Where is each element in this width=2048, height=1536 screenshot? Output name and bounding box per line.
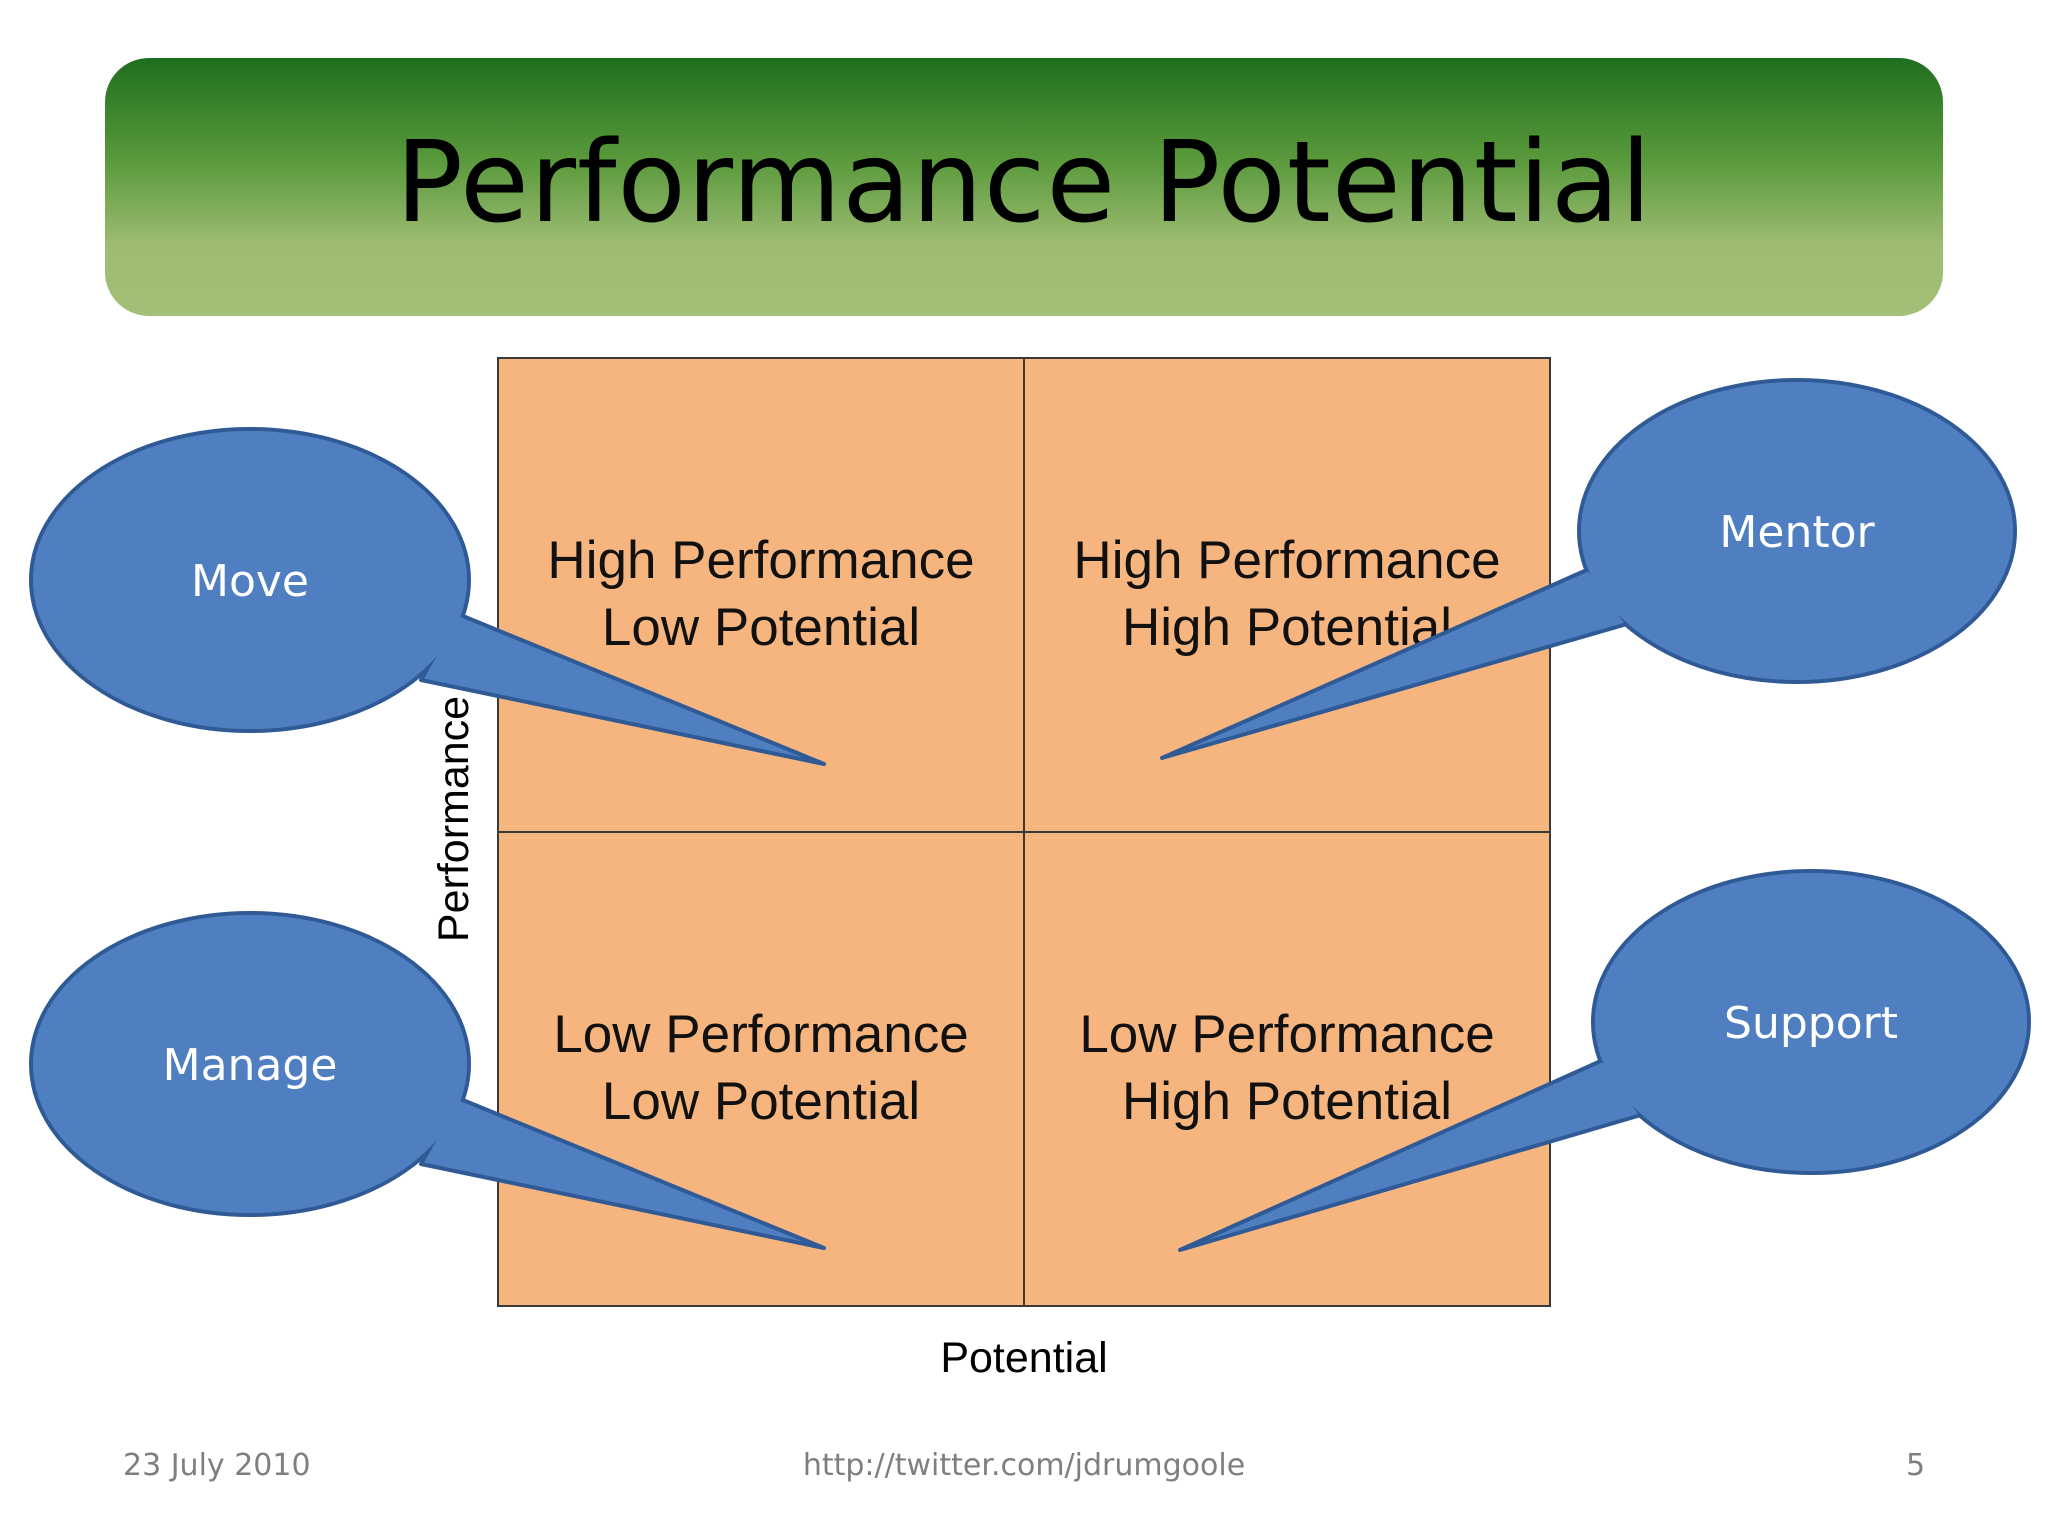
callout-bubble-cover xyxy=(1595,873,2027,1171)
cell-label: High Performance xyxy=(1073,531,1500,590)
callout-label: Mentor xyxy=(1719,507,1875,558)
callout-bubble-cover xyxy=(1581,382,2013,680)
cell-label: Low Potential xyxy=(602,1072,920,1131)
title-banner: Performance Potential xyxy=(105,58,1943,316)
callout-label: Move xyxy=(191,556,309,607)
quadrant-high-perf-high-pot xyxy=(1023,357,1551,833)
cell-label: Low Performance xyxy=(553,1005,968,1064)
cell-label: High Potential xyxy=(1122,598,1452,657)
slide-title: Performance Potential xyxy=(395,118,1653,248)
footer-url: http://twitter.com/jdrumgoole xyxy=(802,1448,1246,1483)
callout-bubble-cover xyxy=(33,431,467,729)
cell-label: High Performance xyxy=(547,531,974,590)
x-axis-label: Potential xyxy=(940,1334,1107,1382)
footer-page-number: 5 xyxy=(1906,1448,1926,1483)
callout-bubble-cover xyxy=(33,915,467,1213)
callout-support: Support xyxy=(1178,869,2031,1252)
callout-move: Move xyxy=(29,427,826,766)
cell-label: Low Potential xyxy=(602,598,920,657)
callout-label: Support xyxy=(1724,998,1898,1049)
cell-label: High Potential xyxy=(1122,1072,1452,1131)
callout-mentor: Mentor xyxy=(1160,378,2017,760)
quadrant-high-perf-low-pot xyxy=(497,357,1025,833)
callout-label: Manage xyxy=(163,1040,338,1091)
quadrant-low-perf-high-pot xyxy=(1023,831,1551,1307)
footer-date: 23 July 2010 xyxy=(123,1448,311,1483)
callout-manage: Manage xyxy=(29,911,826,1250)
y-axis-label: Performance xyxy=(430,696,478,942)
cell-label: Low Performance xyxy=(1079,1005,1494,1064)
